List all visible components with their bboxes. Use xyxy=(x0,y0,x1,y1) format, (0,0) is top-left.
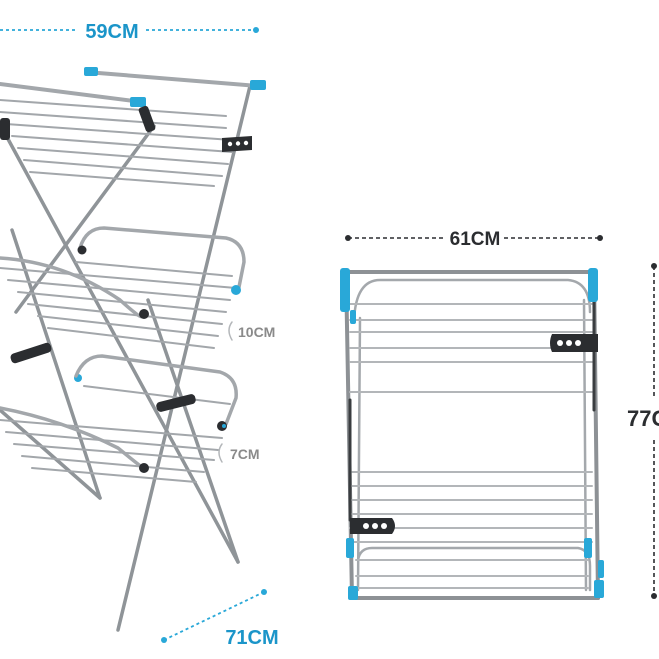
dimension-width-61 xyxy=(345,235,603,241)
rail-gap-upper-bracket xyxy=(228,321,233,341)
dimension-depth-71 xyxy=(161,589,267,643)
top-tier-caps xyxy=(0,67,266,152)
rail-gap-lower-bracket xyxy=(218,443,223,463)
label-10cm: 10CM xyxy=(238,324,275,340)
airer-perspective-view xyxy=(0,67,266,632)
bottom-tier xyxy=(0,354,238,483)
bottom-tier-clips xyxy=(139,394,227,473)
dimension-width-59 xyxy=(0,27,259,33)
label-59cm: 59CM xyxy=(85,21,138,43)
middle-tier xyxy=(0,226,246,349)
label-61cm: 61CM xyxy=(450,229,501,250)
top-tier xyxy=(0,70,260,187)
label-71cm: 71CM xyxy=(225,627,278,649)
airer-front-view xyxy=(340,268,604,600)
label-7cm: 7CM xyxy=(230,446,260,462)
dimension-height-77 xyxy=(651,263,657,599)
label-77c: 77C xyxy=(627,406,659,431)
